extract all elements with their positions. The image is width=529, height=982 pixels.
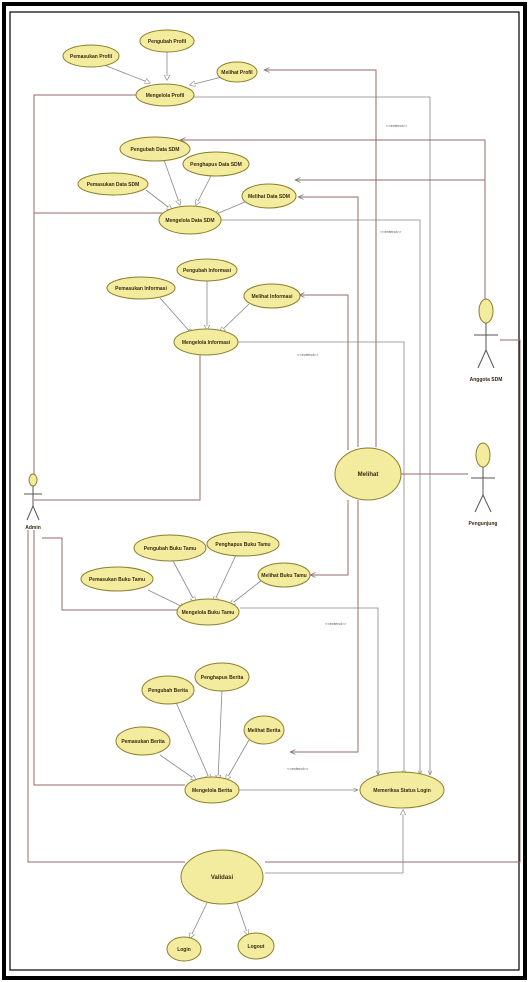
svg-text:Pemasukan Profil: Pemasukan Profil (70, 54, 113, 60)
usecase-pemasukan-informasi: Pemasukan Informasi (106, 276, 176, 300)
usecase-melihat-data-sdm: Melihat Data SDM (241, 183, 297, 209)
stereotype-label: <<extend>> (325, 621, 347, 626)
svg-text:Pengubah Profil: Pengubah Profil (148, 39, 187, 45)
svg-text:Pemasukan Data SDM: Pemasukan Data SDM (87, 182, 140, 188)
usecase-melihat-profil: Melihat Profil (216, 61, 258, 83)
svg-text:Pengubah Buku Tamu: Pengubah Buku Tamu (144, 546, 196, 552)
usecase-pengubah-data-sdm: Pengubah Data SDM (119, 136, 191, 162)
usecase-penghapus-buku-tamu: Penghapus Buku Tamu (206, 531, 280, 557)
svg-text:Pengubah Berita: Pengubah Berita (148, 688, 188, 694)
usecase-mengelola-buku-tamu: Mengelola Buku Tamu (176, 598, 240, 626)
svg-text:Pemasukan Berita: Pemasukan Berita (121, 739, 165, 745)
svg-text:Melihat Buku Tamu: Melihat Buku Tamu (261, 573, 306, 579)
svg-text:Mengelola Buku Tamu: Mengelola Buku Tamu (182, 610, 235, 616)
usecase-melihat-berita: Melihat Berita (243, 715, 285, 745)
usecase-melihat-buku-tamu: Melihat Buku Tamu (257, 562, 311, 588)
svg-text:Memeriksa Status Login: Memeriksa Status Login (373, 788, 431, 794)
usecase-pengubah-informasi: Pengubah Informasi (176, 258, 238, 282)
usecase-mengelola-profil: Mengelola Profil (135, 83, 195, 107)
stereotype-label: <<extend>> (380, 229, 402, 234)
svg-text:Melihat Data SDM: Melihat Data SDM (248, 194, 290, 200)
svg-text:Mengelola Informasi: Mengelola Informasi (182, 340, 231, 346)
svg-text:Mengelola Berita: Mengelola Berita (192, 788, 232, 794)
svg-text:Pengubah Informasi: Pengubah Informasi (183, 268, 232, 274)
stereotype-label: <<extend>> (297, 352, 319, 357)
stereotype-label: <<extend>> (386, 123, 408, 128)
svg-text:Melihat Informasi: Melihat Informasi (251, 294, 293, 300)
svg-text:Melihat Berita: Melihat Berita (248, 728, 281, 734)
svg-text:Mengelola Profil: Mengelola Profil (146, 93, 185, 99)
usecase-pengubah-berita: Pengubah Berita (141, 675, 195, 705)
usecase-penghapus-berita: Penghapus Berita (194, 662, 250, 692)
inner-border (9, 11, 520, 971)
usecase-pemasukan-buku-tamu: Pemasukan Buku Tamu (80, 566, 154, 592)
usecase-melihat: Melihat (334, 447, 402, 501)
svg-text:Login: Login (177, 947, 191, 953)
relationship-lines (27, 50, 521, 938)
actor-anggota-sdm: Anggota SDM (470, 298, 503, 383)
actor-pengunjung: Pengunjung (469, 442, 498, 527)
usecase-melihat-informasi: Melihat Informasi (243, 283, 301, 309)
svg-text:Validasi: Validasi (211, 875, 234, 881)
svg-text:Mengelola Data SDM: Mengelola Data SDM (165, 218, 214, 224)
usecase-validasi: Validasi (180, 849, 264, 905)
svg-text:Melihat: Melihat (358, 472, 379, 478)
actor-admin: Admin (24, 473, 42, 531)
usecase-mengelola-berita: Mengelola Berita (184, 776, 240, 804)
svg-text:Penghapus Buku Tamu: Penghapus Buku Tamu (215, 542, 270, 548)
actor-anggota-sdm-label: Anggota SDM (470, 377, 503, 383)
usecase-pemasukan-data-sdm: Pemasukan Data SDM (77, 172, 149, 196)
usecase-login: Login (166, 936, 202, 962)
svg-text:Pemasukan Informasi: Pemasukan Informasi (115, 286, 167, 292)
actor-pengunjung-label: Pengunjung (469, 521, 498, 527)
svg-text:Logout: Logout (248, 944, 265, 950)
svg-text:Pengubah Data SDM: Pengubah Data SDM (131, 147, 180, 153)
usecase-pemasukan-berita: Pemasukan Berita (115, 726, 171, 756)
usecase-pengubah-profil: Pengubah Profil (139, 29, 195, 53)
svg-text:Melihat Profil: Melihat Profil (221, 70, 253, 76)
usecase-mengelola-data-sdm: Mengelola Data SDM (158, 205, 222, 235)
usecase-logout: Logout (237, 932, 275, 960)
usecase-penghapus-data-sdm: Penghapus Data SDM (182, 151, 250, 177)
usecase-mengelola-informasi: Mengelola Informasi (173, 328, 239, 356)
usecase-memeriksa-status-login: Memeriksa Status Login (359, 771, 445, 809)
svg-text:Pemasukan Buku Tamu: Pemasukan Buku Tamu (89, 577, 145, 583)
svg-text:Penghapus Berita: Penghapus Berita (201, 675, 244, 681)
stereotype-label: <<extend>> (287, 766, 309, 771)
usecase-pemasukan-profil: Pemasukan Profil (62, 44, 120, 68)
actor-admin-label: Admin (25, 525, 41, 531)
svg-text:Penghapus Data SDM: Penghapus Data SDM (190, 162, 242, 168)
usecase-pengubah-buku-tamu: Pengubah Buku Tamu (133, 534, 207, 562)
